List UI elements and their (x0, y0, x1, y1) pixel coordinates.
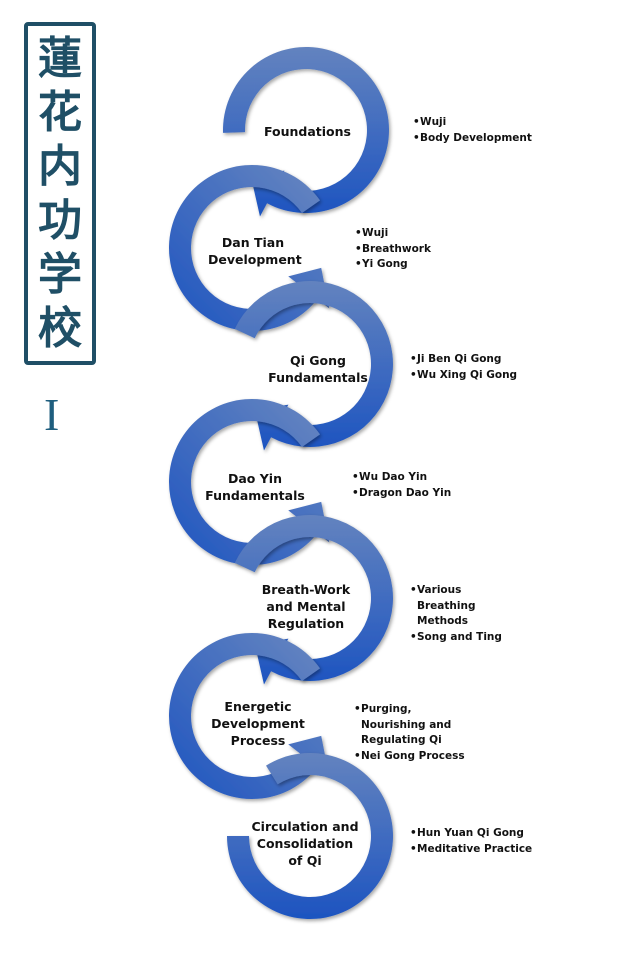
step-bullets-foundations: Wuji Body Development (413, 115, 532, 146)
step-label-dao-yin: Dao Yin Fundamentals (205, 471, 305, 503)
level-numeral: I (44, 389, 60, 440)
bullet-item: Song and Ting (410, 630, 520, 646)
school-title: 蓮 花 内 功 学 校 (28, 32, 92, 356)
step-label-foundations: Foundations (264, 124, 351, 139)
title-char: 学 (38, 249, 82, 300)
school-title-box: 蓮 花 内 功 学 校 (24, 22, 96, 365)
step-bullets-dan-tian: Wuji Breathwork Yi Gong (355, 226, 431, 273)
step-bullets-breath-work: Various Breathing Methods Song and Ting (410, 583, 520, 645)
bullet-item: Purging, Nourishing and Regulating Qi (354, 702, 476, 749)
title-char: 蓮 (38, 33, 82, 84)
step-bullets-energetic: Purging, Nourishing and Regulating Qi Ne… (354, 702, 476, 764)
bullet-item: Ji Ben Qi Gong (410, 352, 517, 368)
title-char: 内 (38, 141, 82, 192)
step-bullets-dao-yin: Wu Dao Yin Dragon Dao Yin (352, 470, 451, 501)
bullet-item: Dragon Dao Yin (352, 486, 451, 502)
step-label-breath-work: Breath-Work and Mental Regulation (261, 582, 351, 631)
bullet-item: Wu Dao Yin (352, 470, 451, 486)
bullet-item: Nei Gong Process (354, 749, 476, 765)
title-char: 花 (38, 87, 82, 138)
bullet-item: Meditative Practice (410, 842, 532, 858)
bullet-item: Breathwork (355, 242, 431, 258)
step-bullets-circulation: Hun Yuan Qi Gong Meditative Practice (410, 826, 532, 857)
title-char: 功 (38, 195, 82, 246)
bullet-item: Yi Gong (355, 257, 431, 273)
step-label-energetic: Energetic Development Process (211, 699, 305, 748)
bullet-item: Wuji (355, 226, 431, 242)
bullet-item: Body Development (413, 131, 532, 147)
step-label-dan-tian: Dan Tian Development (208, 235, 302, 267)
bullet-item: Hun Yuan Qi Gong (410, 826, 532, 842)
step-bullets-qi-gong: Ji Ben Qi Gong Wu Xing Qi Gong (410, 352, 517, 383)
bullet-item: Wuji (413, 115, 532, 131)
bullet-item: Various Breathing Methods (410, 583, 520, 630)
step-label-circulation: Circulation and Consolidation of Qi (251, 819, 359, 868)
bullet-item: Wu Xing Qi Gong (410, 368, 517, 384)
step-label-qi-gong: Qi Gong Fundamentals (268, 353, 368, 385)
title-char: 校 (38, 303, 82, 354)
